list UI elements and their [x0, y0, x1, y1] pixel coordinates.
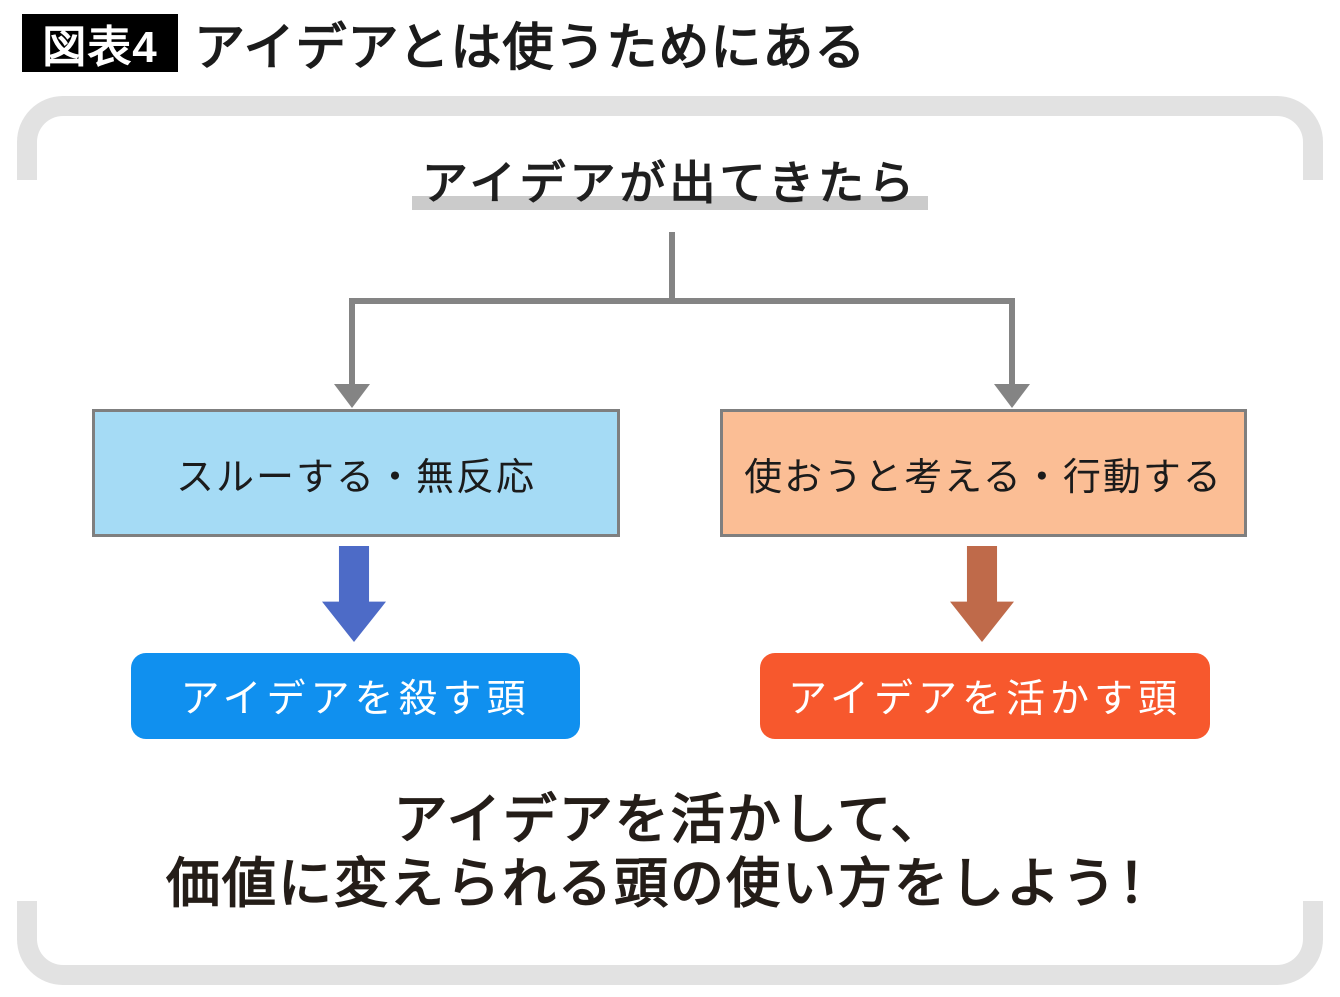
- result-box-kill-ideas: アイデアを殺す頭: [131, 653, 580, 739]
- left-arrowhead-icon: [334, 384, 370, 408]
- conclusion-line-2: 価値に変えられる頭の使い方をしよう！: [166, 854, 1174, 914]
- down-block-arrow-left-icon: [322, 546, 386, 642]
- down-block-arrow-right-icon: [950, 546, 1014, 642]
- root-node-highlight: アイデアが出てきたら: [411, 152, 929, 214]
- right-arrowhead-icon: [994, 384, 1030, 408]
- condition-box-use: 使おうと考える・行動する: [720, 409, 1247, 537]
- conclusion-text: アイデアを活かして、 価値に変えられる頭の使い方をしよう！: [0, 788, 1340, 916]
- figure-title: アイデアとは使うためにある: [194, 19, 867, 76]
- frame-top-bracket: [17, 96, 1323, 180]
- frame-bottom-bracket: [17, 901, 1323, 985]
- condition-box-ignore: スルーする・無反応: [92, 409, 620, 537]
- branch-connector: [334, 232, 1030, 408]
- conclusion-line-1: アイデアを活かして、: [393, 790, 947, 850]
- result-box-use-ideas: アイデアを活かす頭: [760, 653, 1210, 739]
- figure-number-badge: 図表4: [22, 14, 178, 72]
- root-node-label: アイデアが出てきたら: [0, 152, 1340, 214]
